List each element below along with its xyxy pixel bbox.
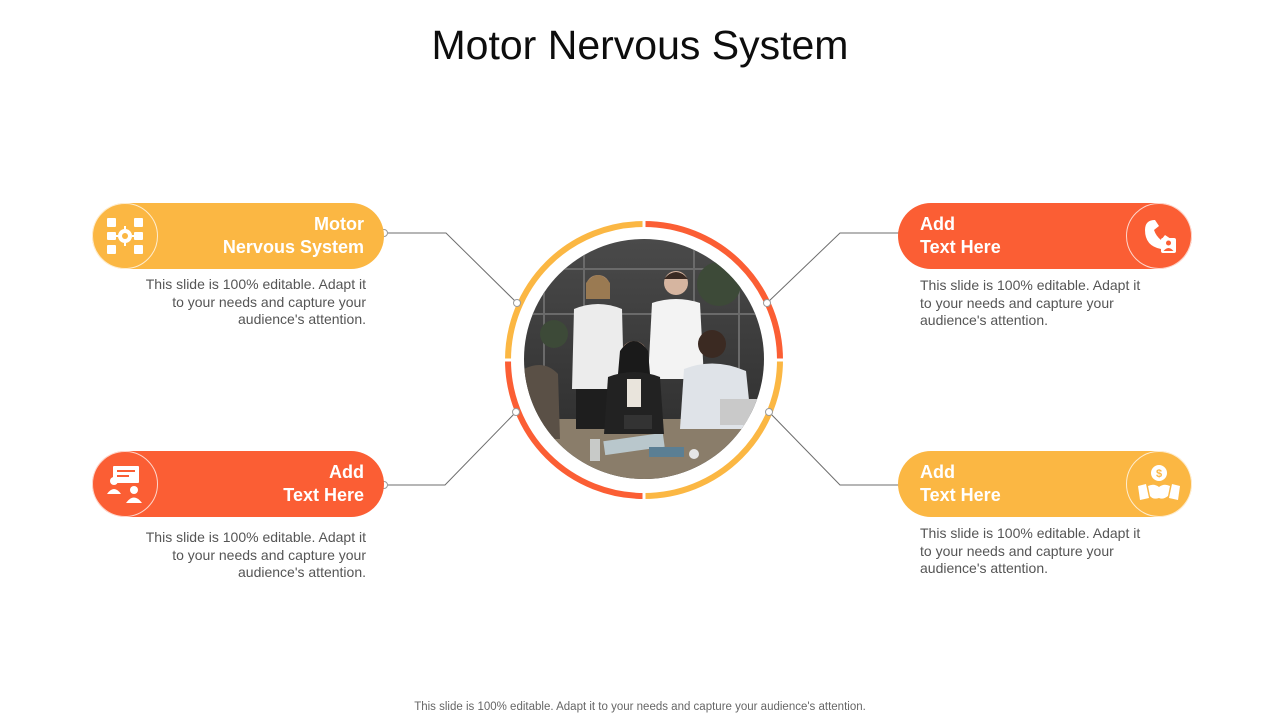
ring-segment-top-left	[505, 221, 645, 361]
team-meeting-photo	[524, 239, 764, 479]
item-description: This slide is 100% editable. Adapt it to…	[920, 525, 1141, 576]
connector-dot	[765, 408, 773, 416]
item-card-bottom-left[interactable]: Add Text Here	[92, 451, 384, 517]
slide-title: Motor Nervous System	[431, 22, 849, 68]
item-title: Add Text Here	[283, 462, 364, 505]
network-gear-icon	[92, 203, 158, 269]
handshake-dollar-icon: $	[1126, 451, 1192, 517]
connector-dot	[512, 408, 520, 416]
connector-top-left	[384, 232, 518, 304]
item-title: Add Text Here	[920, 462, 1001, 505]
connector-dot	[513, 299, 521, 307]
connector-bottom-left	[384, 411, 517, 486]
presentation-user-icon	[92, 451, 158, 517]
slide-footer: This slide is 100% editable. Adapt it to…	[414, 701, 866, 713]
item-title: Motor Nervous System	[222, 214, 364, 257]
item-description: This slide is 100% editable. Adapt it to…	[145, 276, 366, 327]
ring-segment-bottom-right	[643, 359, 783, 499]
connector-bottom-right	[768, 411, 902, 486]
item-description: This slide is 100% editable. Adapt it to…	[145, 529, 366, 580]
connector-top-right	[766, 232, 902, 304]
item-card-motor-nervous-system[interactable]: Motor Nervous System	[92, 203, 384, 269]
phone-contact-icon	[1126, 203, 1192, 269]
connector-dot	[763, 299, 771, 307]
item-card-bottom-right[interactable]: Add Text Here $	[898, 451, 1192, 517]
svg-text:$: $	[1156, 468, 1162, 480]
item-card-top-right[interactable]: Add Text Here	[898, 203, 1192, 269]
item-description: This slide is 100% editable. Adapt it to…	[920, 277, 1141, 328]
ring-segment-top-right	[643, 221, 783, 361]
ring-segment-bottom-left	[505, 359, 645, 499]
item-title: Add Text Here	[920, 214, 1001, 257]
